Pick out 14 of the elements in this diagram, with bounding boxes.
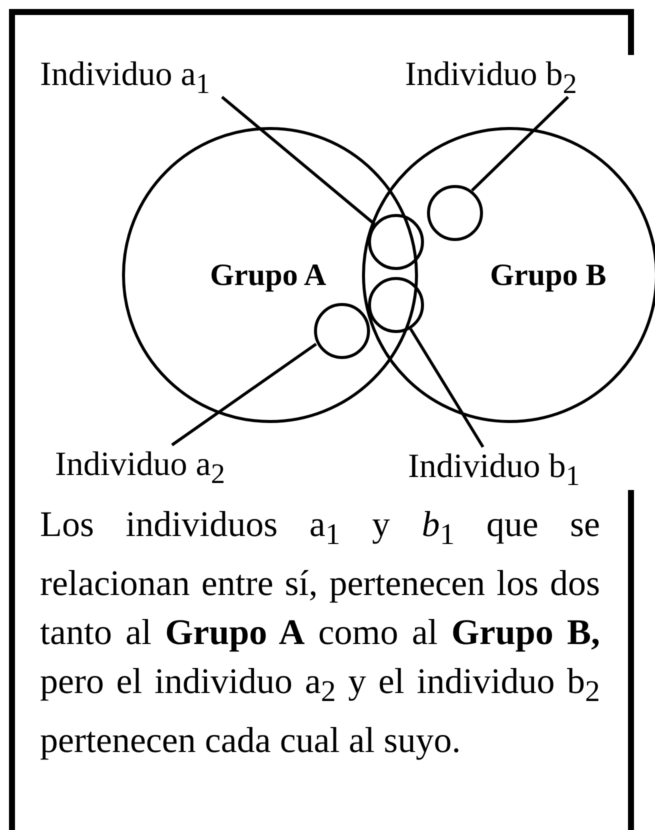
leader-line (409, 328, 484, 448)
caption-paragraph: Los individuos a$_{1}$ y b$_{1}$ que se relacionan entre sí, pertenecen los dos tanto al Grupo A como al Grupo B, pero el individuo a$_{2}$ y el individuo b$_{2}$ pertenecen cada cual al suyo. (40, 503, 600, 762)
group-circle (122, 127, 418, 423)
group-label: Grupo B (490, 257, 606, 293)
group-label: Grupo A (210, 257, 326, 293)
individual-circle (427, 185, 483, 241)
group-circle (362, 127, 655, 423)
leader-line (471, 96, 570, 192)
individual-label: Individuo a$_{1}$ (40, 55, 210, 102)
individual-label: Individuo b$_{1}$ (408, 447, 580, 494)
leader-line (171, 342, 317, 446)
individual-label: Individuo a$_{2}$ (55, 445, 225, 492)
individual-circle (314, 303, 370, 359)
individual-label: Individuo b$_{2}$ (405, 55, 577, 102)
